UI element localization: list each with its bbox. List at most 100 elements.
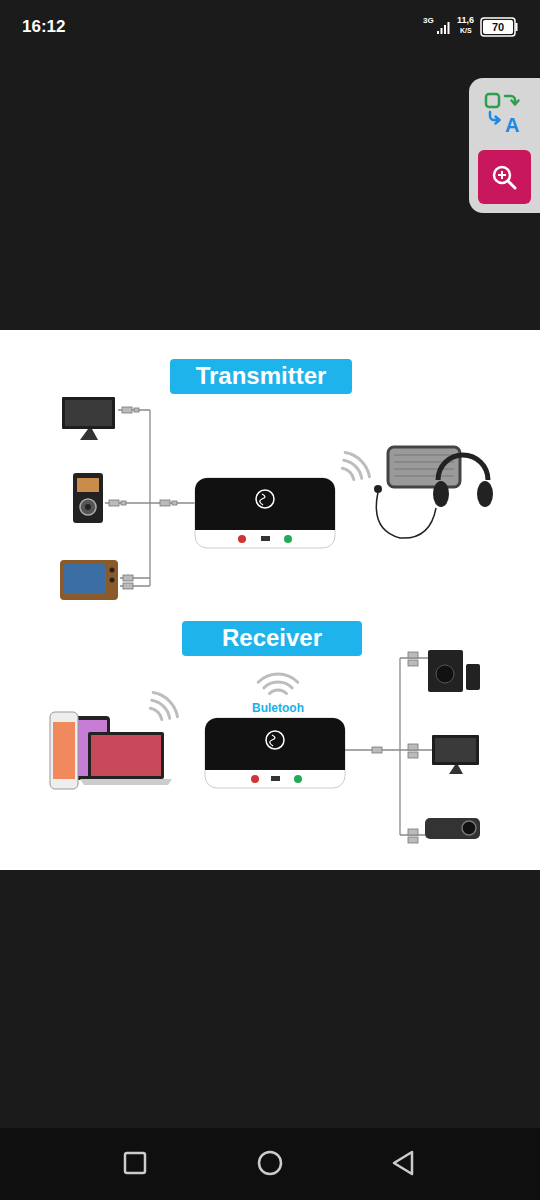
signal-bars xyxy=(437,31,439,34)
section-banner: Transmitter xyxy=(170,359,352,394)
battery-icon xyxy=(481,18,518,36)
cable-plugs xyxy=(160,500,170,506)
translate-icon xyxy=(512,101,519,105)
projector xyxy=(462,821,476,835)
transmitter-device xyxy=(195,500,335,530)
tv-monitor xyxy=(62,397,115,429)
navigation-bar xyxy=(394,1152,412,1174)
music-player xyxy=(80,499,96,515)
signal-bars xyxy=(437,22,450,34)
transmitter-device xyxy=(195,478,335,548)
music-player xyxy=(73,473,103,523)
translate-letter: A xyxy=(505,114,519,137)
old-television xyxy=(64,564,106,594)
receiver-device xyxy=(205,718,345,770)
wireless-waves xyxy=(342,468,353,479)
transmitter-device xyxy=(260,494,265,505)
pc-speakers xyxy=(436,665,454,683)
battery-icon xyxy=(516,23,518,31)
music-player xyxy=(73,473,103,523)
navigation-bar xyxy=(259,1152,281,1174)
zoom-button xyxy=(478,150,531,204)
audio-cables xyxy=(105,410,195,586)
projector xyxy=(425,818,480,839)
cable-plugs xyxy=(123,583,133,589)
translate-icon xyxy=(486,94,499,107)
wireless-waves xyxy=(152,700,170,718)
wireless-waves xyxy=(150,708,161,719)
receiver-device xyxy=(270,735,275,746)
signal-bars xyxy=(444,25,446,34)
tv-monitor xyxy=(80,429,98,440)
bluetooth-label: Buletooh xyxy=(252,702,304,716)
cable-plugs xyxy=(122,407,132,413)
wireless-waves xyxy=(153,693,177,717)
speaker-headphones xyxy=(438,455,488,480)
audio-cables xyxy=(345,658,432,835)
section-banner: Receiver xyxy=(182,621,362,656)
cable-plugs xyxy=(408,752,418,758)
tv-monitor xyxy=(449,765,463,774)
cable-plugs xyxy=(408,652,418,658)
cable-plugs xyxy=(372,747,382,753)
image-panel xyxy=(0,330,540,870)
smartphone xyxy=(50,712,78,789)
network-type: 3G xyxy=(423,16,434,25)
transmitter-device xyxy=(195,478,335,530)
battery-level: 70 xyxy=(492,21,504,34)
tv-monitor xyxy=(435,738,476,762)
bluetooth-waves xyxy=(264,682,292,688)
old-television xyxy=(60,560,118,600)
receiver-device xyxy=(271,776,280,781)
battery-icon xyxy=(481,18,515,36)
music-player xyxy=(77,478,99,492)
speed-unit: K/S xyxy=(460,27,472,35)
cable-plugs xyxy=(172,501,177,505)
zoom-button xyxy=(498,171,506,179)
wireless-waves xyxy=(345,453,369,477)
cable-plugs xyxy=(121,501,126,505)
bluetooth-waves xyxy=(258,674,298,682)
floating-panel xyxy=(469,78,540,213)
projector xyxy=(425,818,480,839)
bluetooth-waves xyxy=(270,690,287,694)
transmitter-device xyxy=(284,535,292,543)
tv-monitor xyxy=(432,735,479,774)
navigation-bar xyxy=(0,1128,540,1200)
speaker-headphones xyxy=(374,447,493,538)
translate-icon xyxy=(496,117,500,124)
data-speed: 11,6 xyxy=(457,15,474,25)
signal-bars xyxy=(441,28,443,34)
old-television xyxy=(110,568,115,573)
navigation-bar xyxy=(125,1153,145,1173)
tv-monitor xyxy=(65,400,112,426)
zoom-button xyxy=(478,150,531,204)
laptop xyxy=(91,735,161,776)
tv-monitor xyxy=(432,735,479,765)
laptop xyxy=(88,732,164,779)
speaker-headphones xyxy=(376,492,436,538)
banner-title: Transmitter xyxy=(196,362,327,391)
image-panel xyxy=(0,330,540,870)
clock-time: 16:12 xyxy=(22,17,65,37)
audio-cables xyxy=(345,658,432,835)
cable-plugs xyxy=(408,744,418,750)
cable-plugs xyxy=(408,829,418,835)
cable-plugs xyxy=(372,652,418,843)
receiver-device xyxy=(205,718,345,788)
bluetooth-waves xyxy=(258,674,298,694)
music-player xyxy=(85,504,91,510)
floating-panel xyxy=(469,78,540,213)
receiver-device xyxy=(205,740,345,770)
receiver-device xyxy=(294,775,302,783)
pc-speakers xyxy=(466,664,480,690)
battery-icon xyxy=(483,20,513,34)
transmitter-device xyxy=(238,535,246,543)
cable-plugs xyxy=(123,575,133,581)
smartphone xyxy=(50,712,78,789)
receiver-device xyxy=(251,775,259,783)
transmitter-device xyxy=(256,490,274,508)
smartphone xyxy=(53,722,75,779)
tv-monitor xyxy=(62,397,115,440)
